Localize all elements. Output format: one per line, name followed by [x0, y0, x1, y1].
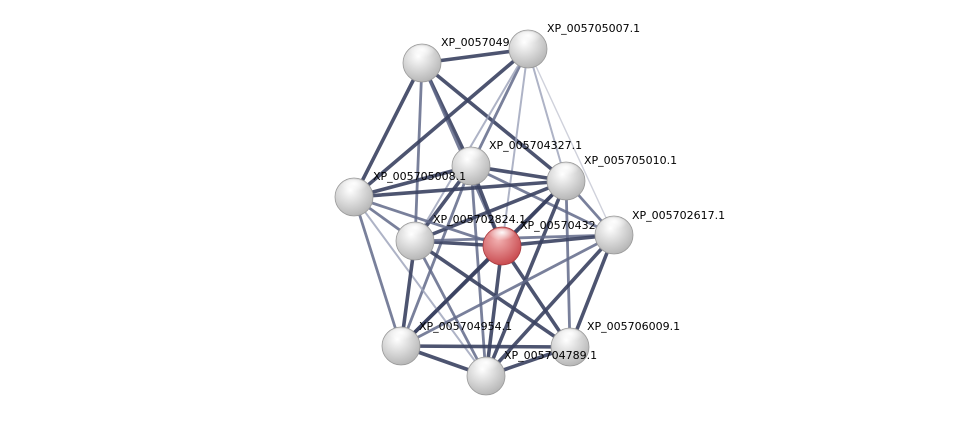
- labels-layer: XP_0057049XP_005705007.1XP_005704327.1XP…: [373, 22, 725, 362]
- node-label: XP_005705007.1: [547, 22, 640, 35]
- node-label: XP_0057049: [441, 36, 510, 49]
- edge-n6-n10: [484, 244, 504, 378]
- edge-n4-n8: [352, 195, 403, 348]
- protein-node[interactable]: [550, 327, 590, 367]
- edge-n6-n8: [399, 244, 504, 348]
- node-label: XP_005706009.1: [587, 320, 680, 333]
- node-highlight: [340, 179, 368, 196]
- edge-n0-n5: [413, 61, 424, 243]
- edge-n7-n8: [399, 233, 616, 348]
- node-highlight: [552, 163, 580, 180]
- edge-n1-n3: [527, 48, 567, 182]
- node-highlight: [556, 329, 584, 346]
- node-highlight: [457, 148, 485, 165]
- edge-n1-n2: [469, 47, 530, 168]
- protein-node[interactable]: [508, 29, 548, 69]
- node-label: XP_005702617.1: [632, 209, 725, 222]
- node-label: XP_005705008.1: [373, 170, 466, 183]
- node-label: XP_005702824.1: [433, 213, 526, 226]
- node-highlight: [488, 228, 516, 245]
- edge-n1-n5: [414, 48, 529, 242]
- edge-n3-n4: [352, 179, 568, 199]
- node-label: XP_005704327.1: [489, 139, 582, 152]
- node-highlight: [514, 31, 542, 48]
- protein-node[interactable]: [594, 215, 634, 255]
- query-protein-node[interactable]: [482, 226, 522, 266]
- node-highlight: [387, 328, 415, 345]
- edge-n0-n3: [420, 61, 568, 183]
- protein-node[interactable]: [402, 43, 442, 83]
- edge-n3-n5: [413, 179, 568, 243]
- nodes-layer: [334, 29, 634, 396]
- node-highlight: [408, 45, 436, 62]
- edge-n2-n4: [352, 164, 473, 199]
- edge-n5-n9: [413, 239, 572, 349]
- edge-n1-n4: [352, 47, 530, 199]
- node-highlight: [472, 358, 500, 375]
- edge-n1-n6: [501, 48, 529, 247]
- node-label: XP_00570432: [520, 219, 596, 232]
- edge-n8-n9: [399, 344, 572, 349]
- protein-node[interactable]: [546, 161, 586, 201]
- edge-n3-n9: [564, 179, 572, 349]
- edge-n0-n4: [352, 61, 424, 199]
- protein-node[interactable]: [395, 221, 435, 261]
- node-label: XP_005705010.1: [584, 154, 677, 167]
- edge-n7-n9: [568, 233, 616, 349]
- node-label: XP_005704789.1: [504, 349, 597, 362]
- protein-node[interactable]: [334, 177, 374, 217]
- node-label: XP_005704954.1: [419, 320, 512, 333]
- node-highlight: [600, 217, 628, 234]
- protein-node[interactable]: [381, 326, 421, 366]
- edge-n1-n7: [527, 48, 615, 236]
- node-highlight: [401, 223, 429, 240]
- edge-n5-n10: [413, 239, 488, 378]
- edge-n7-n10: [484, 233, 616, 378]
- protein-node[interactable]: [451, 146, 491, 186]
- edge-n2-n7: [469, 164, 616, 237]
- edge-n6-n9: [500, 244, 572, 349]
- protein-node[interactable]: [466, 356, 506, 396]
